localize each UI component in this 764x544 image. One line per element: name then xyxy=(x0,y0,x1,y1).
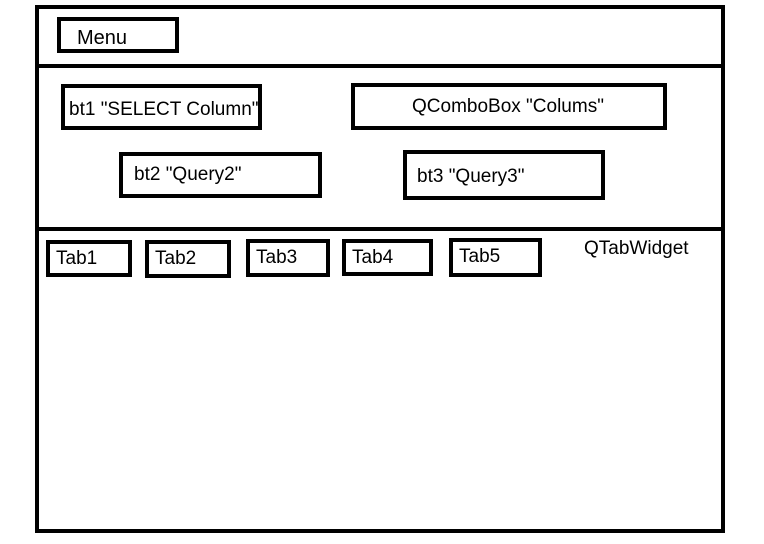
tab-5[interactable]: Tab5 xyxy=(449,238,542,277)
tab-2[interactable]: Tab2 xyxy=(145,240,231,278)
tab-3-label: Tab3 xyxy=(256,247,298,268)
tab-1[interactable]: Tab1 xyxy=(46,240,132,277)
query2-label: bt2 "Query2" xyxy=(134,164,242,185)
tabwidget-label: QTabWidget xyxy=(584,238,689,259)
tabwidget-divider xyxy=(35,227,725,231)
select-column-label: bt1 "SELECT Column" xyxy=(69,99,259,120)
query3-button[interactable]: bt3 "Query3" xyxy=(403,150,605,200)
tab-1-label: Tab1 xyxy=(56,248,98,269)
menu-button[interactable]: Menu xyxy=(57,17,179,53)
tab-4[interactable]: Tab4 xyxy=(342,239,433,276)
tab-4-label: Tab4 xyxy=(352,247,394,268)
tab-3[interactable]: Tab3 xyxy=(246,239,330,277)
query3-label: bt3 "Query3" xyxy=(417,166,525,187)
columns-combobox-label: QComboBox "Colums" xyxy=(412,96,604,117)
menu-label: Menu xyxy=(77,27,128,49)
tab-5-label: Tab5 xyxy=(459,246,501,267)
select-column-button[interactable]: bt1 "SELECT Column" xyxy=(61,84,262,130)
menu-divider xyxy=(35,64,725,68)
query2-button[interactable]: bt2 "Query2" xyxy=(119,152,322,198)
tab-2-label: Tab2 xyxy=(155,248,197,269)
columns-combobox[interactable]: QComboBox "Colums" xyxy=(351,83,667,130)
